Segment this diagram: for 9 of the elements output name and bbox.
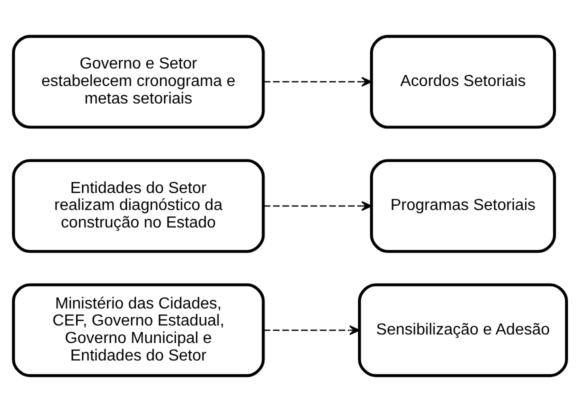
node-box: Programas Setoriais — [370, 159, 556, 253]
arrow — [264, 325, 360, 336]
node-box: Acordos Setoriais — [370, 34, 556, 129]
node-box: Sensibilização e Adesão — [358, 283, 568, 378]
node-box: Ministério das Cidades, CEF, Governo Estadual, Governo Municipal e Entidades do Setor — [12, 283, 265, 378]
arrow — [264, 76, 372, 87]
node-box: Entidades do Setor realizam diagnóstico da construção no Estado — [12, 159, 265, 253]
node-box: Governo e Setor estabelecem cronograma e metas setoriais — [12, 34, 265, 129]
arrow — [264, 201, 372, 211]
